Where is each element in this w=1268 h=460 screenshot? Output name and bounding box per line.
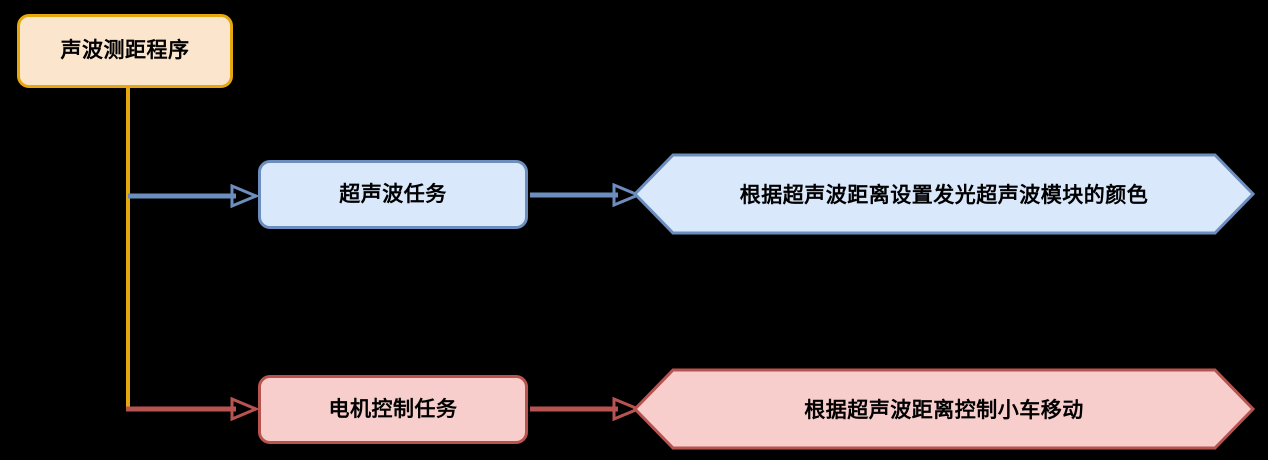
arrowhead-icon <box>230 396 260 422</box>
node-ultrasonic-action[interactable]: 根据超声波距离设置发光超声波模块的颜色 <box>633 153 1255 235</box>
arrowhead-icon <box>230 183 260 209</box>
hexagon-shape-icon <box>633 368 1255 450</box>
node-motor-action[interactable]: 根据超声波距离控制小车移动 <box>633 368 1255 450</box>
node-task-ultrasonic[interactable]: 超声波任务 <box>258 160 528 229</box>
node-root-program[interactable]: 声波测距程序 <box>17 14 233 88</box>
edge-motor-task-to-action <box>530 396 642 422</box>
node-task-motor[interactable]: 电机控制任务 <box>258 375 528 444</box>
edge-root-to-motor <box>126 396 260 422</box>
hexagon-shape-icon <box>633 153 1255 235</box>
edge-root-to-ultrasonic <box>128 183 260 209</box>
edge-ultrasonic-task-to-action <box>530 182 642 208</box>
